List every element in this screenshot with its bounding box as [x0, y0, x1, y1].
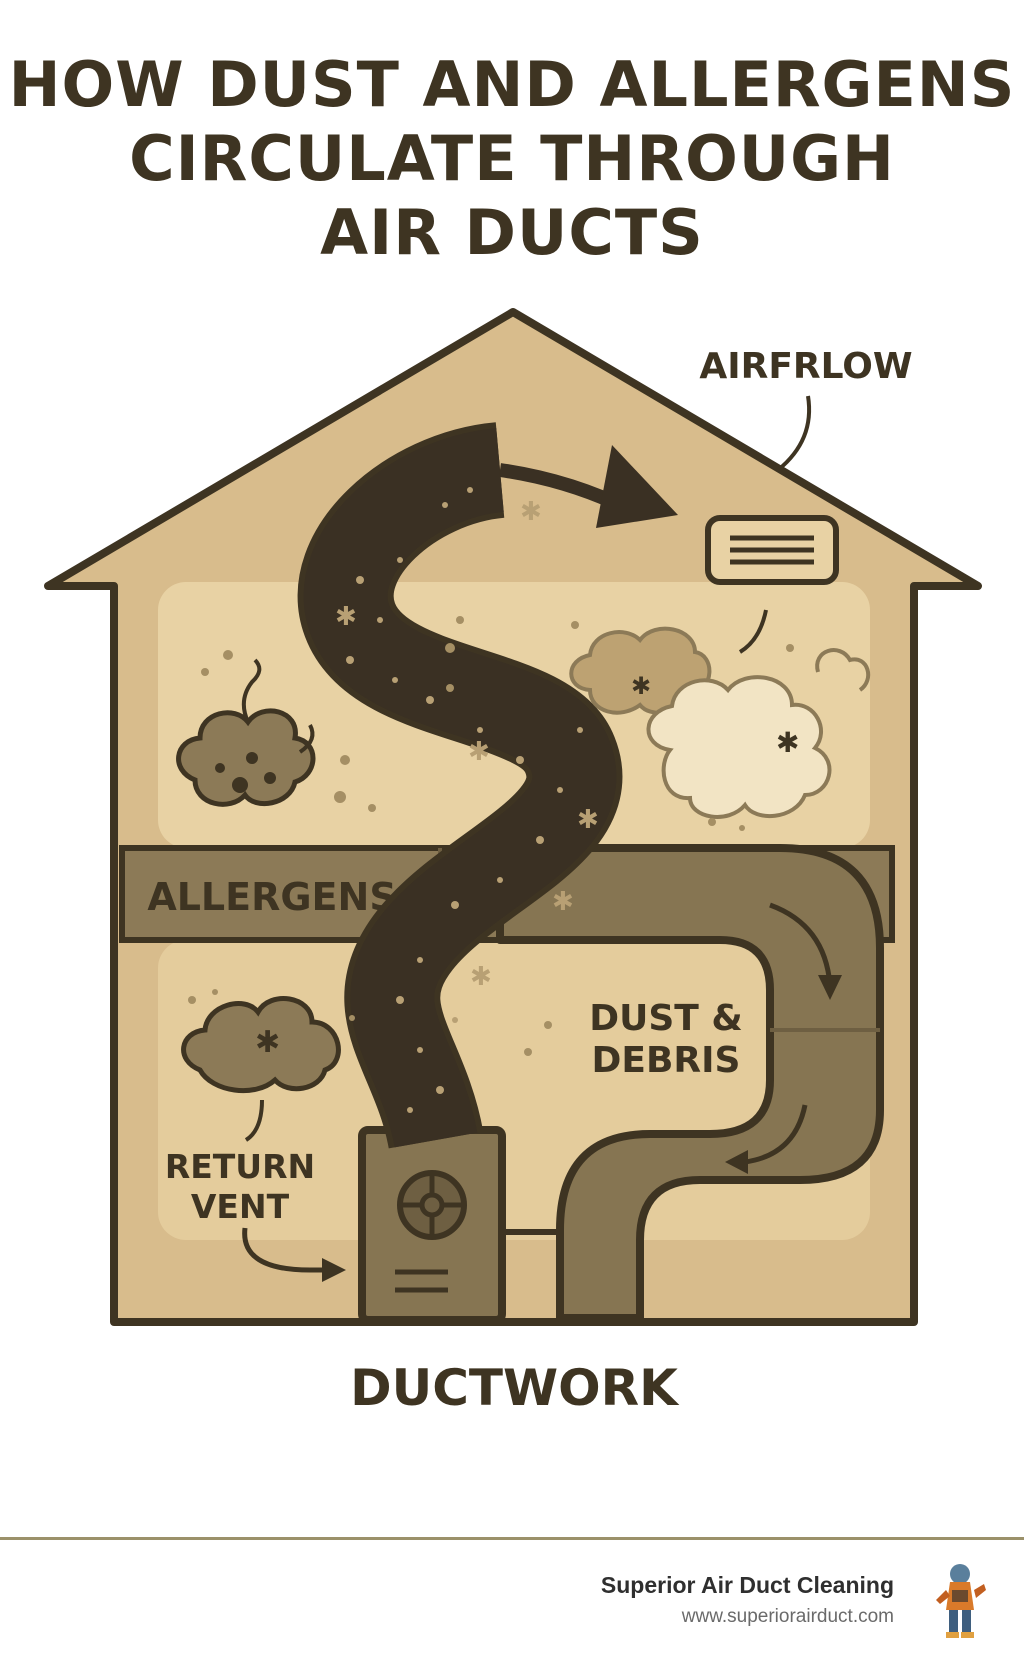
duct-flow-arrow-1	[769, 902, 833, 986]
page-title: HOW DUST AND ALLERGENS CIRCULATE THROUGH…	[0, 48, 1024, 270]
airflow-arrowhead	[596, 445, 678, 528]
return-duct	[496, 844, 884, 1322]
company-mascot-logo	[936, 1564, 986, 1638]
title-line-2: CIRCULATE THROUGH	[129, 122, 895, 195]
dust-debris-label-line-2: DEBRIS	[592, 1040, 741, 1081]
svg-text:✱: ✱	[468, 737, 490, 767]
company-url: www.superiorairduct.com	[681, 1606, 894, 1627]
dust-cloud-mid	[569, 626, 712, 715]
duct-star-particles: ✱ ✱ ✱ ✱ ✱ ✱	[335, 497, 599, 992]
svg-text:✱: ✱	[255, 1025, 280, 1060]
footer-brand: Superior Air Duct Cleaning www.superiora…	[601, 1570, 894, 1634]
dust-cloud-lower	[181, 996, 341, 1094]
svg-text:✱: ✱	[470, 962, 492, 992]
house-duct-diagram: ALLERGENS	[44, 308, 982, 1417]
return-vent-arrow	[242, 1227, 325, 1273]
floating-dust	[201, 616, 794, 1056]
ductwork-label: DUCTWORK	[350, 1359, 680, 1417]
title-line-3: AIR DUCTS	[320, 196, 704, 269]
return-vent-label-line-2: VENT	[191, 1187, 290, 1226]
footer-divider	[0, 1537, 1024, 1540]
duct-flow-arrow-2	[744, 1104, 808, 1165]
svg-text:✱: ✱	[520, 497, 542, 527]
allergen-cloud-left	[176, 708, 316, 807]
airflow-leader	[776, 395, 812, 472]
title-line-1: HOW DUST AND ALLERGENS	[8, 48, 1016, 121]
svg-text:✱: ✱	[335, 602, 357, 632]
airflow-label: AIRFRLOW	[699, 346, 912, 387]
svg-text:✱: ✱	[776, 726, 799, 759]
svg-text:✱: ✱	[552, 887, 574, 917]
allergens-label: ALLERGENS	[147, 875, 396, 919]
return-vent-label-line-1: RETURN	[165, 1147, 315, 1186]
dust-debris-label-line-1: DUST &	[589, 998, 743, 1039]
duct-particles	[346, 487, 583, 1113]
dust-cloud-right	[646, 675, 832, 819]
svg-text:✱: ✱	[577, 805, 599, 835]
svg-text:✱: ✱	[631, 672, 651, 700]
company-name: Superior Air Duct Cleaning	[600, 1572, 894, 1598]
